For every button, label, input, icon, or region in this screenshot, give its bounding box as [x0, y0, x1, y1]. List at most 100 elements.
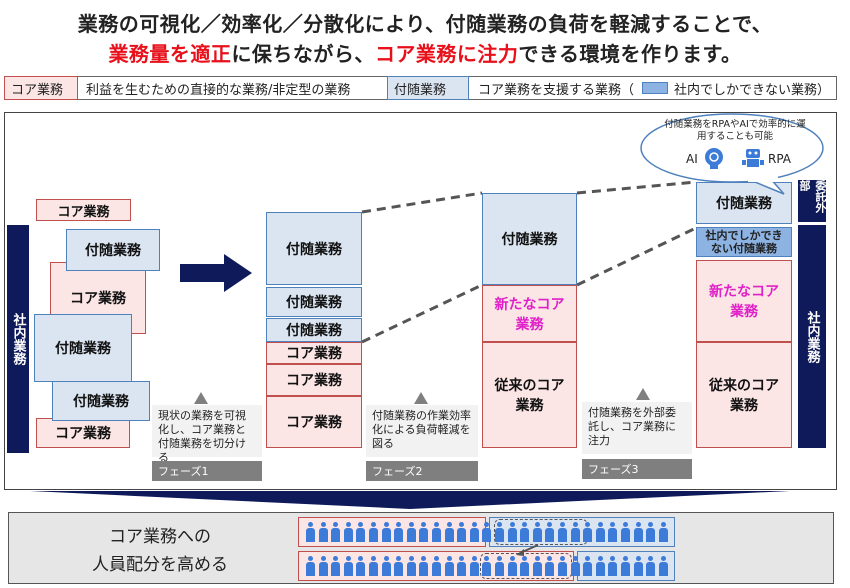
person-icon	[432, 522, 441, 542]
legend-core-label: コア業務	[4, 76, 78, 100]
legend-inhouse-desc: 社内でしかできない業務）	[674, 82, 831, 98]
person-icon	[595, 522, 605, 542]
person-icon	[444, 556, 454, 576]
robot-icon	[742, 149, 764, 167]
person-icon	[558, 522, 567, 542]
person-icon	[343, 522, 353, 542]
headline-line-2: 業務量を適正に保ちながら、コア業務に注力できる環境を作ります。	[108, 42, 742, 66]
person-icon	[495, 556, 504, 576]
phase1-pointer-icon	[194, 392, 208, 404]
person-icon	[658, 556, 668, 576]
phase2-sub-3: 付随業務	[266, 318, 362, 342]
ai-head-icon	[705, 148, 723, 169]
legend-sub-desc: コア業務を支援する業務（	[478, 82, 635, 98]
person-icon	[570, 556, 580, 576]
outsourced-bar: 委託外部	[798, 180, 827, 222]
main-panel	[4, 112, 837, 490]
phase2-core-2: コア業務	[266, 364, 362, 396]
current-core-bottom: コア業務	[36, 418, 130, 448]
phase3-new-core: 新たなコア業務	[482, 285, 577, 342]
person-icon	[532, 556, 542, 576]
person-icon	[621, 522, 630, 542]
person-icon	[406, 556, 416, 576]
highlight-focus-core: コア業務に注力	[374, 42, 519, 66]
person-icon	[608, 556, 618, 576]
person-icon	[469, 556, 479, 576]
current-sub-3: 付随業務	[52, 381, 150, 421]
legend-core-desc: 利益を生むための直接的な業務/非定型の業務	[86, 82, 351, 98]
person-icon	[545, 556, 555, 576]
current-core-top: コア業務	[36, 199, 131, 221]
person-icon	[419, 556, 429, 576]
future-inhouse-only: 社内でしかできない付随業務	[696, 227, 792, 257]
bottom-text-2: 人員配分を高める	[92, 555, 228, 575]
person-icon	[419, 522, 429, 542]
phase3-pointer-icon	[636, 388, 650, 400]
phase3-label: フェーズ3	[582, 459, 692, 479]
speech-bubble	[640, 113, 824, 195]
person-icon	[457, 522, 467, 542]
person-icon	[633, 556, 643, 576]
person-icon	[532, 522, 542, 542]
person-icon	[356, 522, 366, 542]
phase2-core-3: コア業務	[266, 396, 362, 448]
current-sub-1: 付随業務	[66, 229, 160, 271]
person-icon	[394, 522, 404, 542]
current-sub-2: 付随業務	[34, 314, 132, 382]
person-icon	[646, 522, 656, 542]
person-icon	[381, 556, 391, 576]
person-icon	[406, 522, 416, 542]
down-arrow-icon	[30, 491, 790, 509]
person-icon	[482, 522, 492, 542]
person-icon	[331, 522, 341, 542]
person-icon	[520, 522, 530, 542]
legend-inhouse-swatch	[642, 82, 668, 94]
bottom-text-1: コア業務への	[109, 527, 211, 547]
person-icon	[520, 556, 530, 576]
person-icon	[545, 522, 555, 542]
person-icon	[558, 556, 567, 576]
person-icon	[608, 522, 618, 542]
person-icon	[306, 522, 315, 542]
shift-arrow-icon	[516, 544, 539, 556]
future-new-core: 新たなコア業務	[696, 260, 792, 342]
person-icon	[369, 556, 378, 576]
ai-label: AI	[686, 152, 698, 166]
person-icon	[633, 522, 643, 542]
person-icon	[369, 522, 378, 542]
highlight-workload: 業務量を適正	[108, 42, 232, 66]
bubble-text: 付随業務をRPAやAIで効率的に運用することも可能	[664, 119, 806, 142]
person-icon	[583, 522, 593, 542]
person-icon	[356, 556, 366, 576]
phase2-sub-2: 付随業務	[266, 287, 362, 317]
people-row1-core	[298, 517, 486, 547]
person-icon	[658, 522, 668, 542]
phase2-sub-1: 付随業務	[266, 212, 362, 285]
person-icon	[646, 556, 656, 576]
person-icon	[432, 556, 441, 576]
inhouse-bar-right: 社内業務	[798, 225, 826, 448]
headline-line-1: 業務の可視化／効率化／分散化により、付随業務の負荷を軽減することで、	[77, 12, 773, 36]
person-icon	[381, 522, 391, 542]
person-icon	[583, 556, 593, 576]
phase2-core-1: コア業務	[266, 342, 362, 364]
phase1-label: フェーズ1	[152, 461, 262, 481]
person-icon	[331, 556, 341, 576]
person-icon	[318, 556, 328, 576]
person-icon	[306, 556, 315, 576]
legend-sub-label: 付随業務	[387, 76, 469, 100]
person-icon	[482, 556, 492, 576]
phase1-note: 現状の業務を可視化し、コア業務と付随業務を切分ける	[152, 405, 262, 464]
phase2-pointer-icon	[414, 392, 428, 404]
inhouse-bar-left: 社内業務	[7, 225, 29, 453]
future-old-core: 従来のコア業務	[696, 342, 792, 448]
person-icon	[570, 522, 580, 542]
phase3-sub: 付随業務	[482, 193, 577, 285]
person-icon	[595, 556, 605, 576]
rpa-label: RPA	[768, 152, 792, 166]
person-icon	[444, 522, 454, 542]
person-icon	[457, 556, 467, 576]
person-icon	[621, 556, 630, 576]
phase3-note: 付随業務を外部委託し、コア業務に注力	[582, 402, 692, 454]
person-icon	[507, 556, 517, 576]
